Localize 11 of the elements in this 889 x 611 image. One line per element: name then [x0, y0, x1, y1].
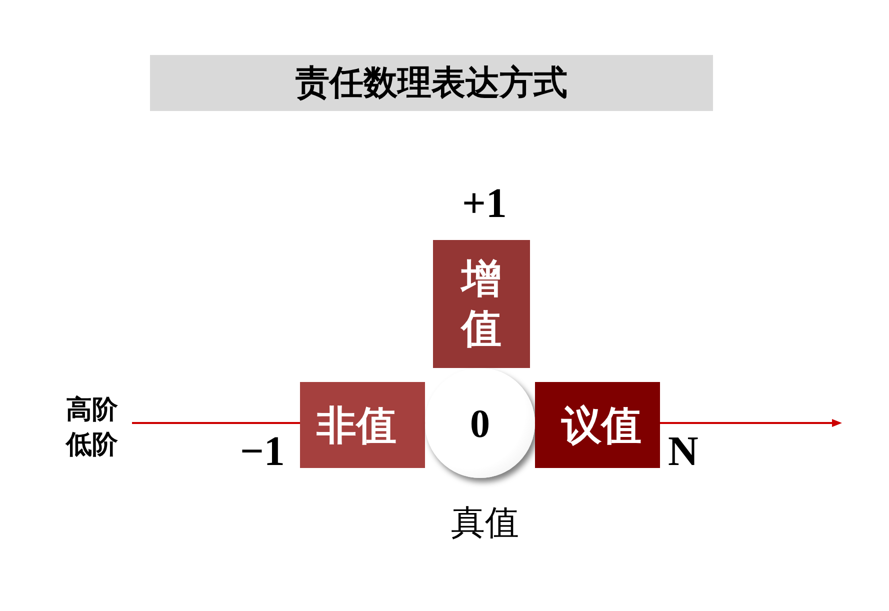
- value-box: 非值: [300, 382, 425, 468]
- value-box: 议值: [535, 382, 660, 468]
- axis-label: 高阶: [66, 394, 118, 427]
- value-label: +1: [462, 180, 507, 228]
- value-box: 增值: [433, 240, 530, 368]
- value-label: N: [668, 428, 698, 476]
- axis-label: 低阶: [66, 429, 118, 462]
- title-banner: 责任数理表达方式: [150, 55, 713, 111]
- value-caption: 真值: [450, 502, 520, 545]
- value-label: −1: [240, 428, 285, 476]
- value-circle: 0: [425, 368, 535, 478]
